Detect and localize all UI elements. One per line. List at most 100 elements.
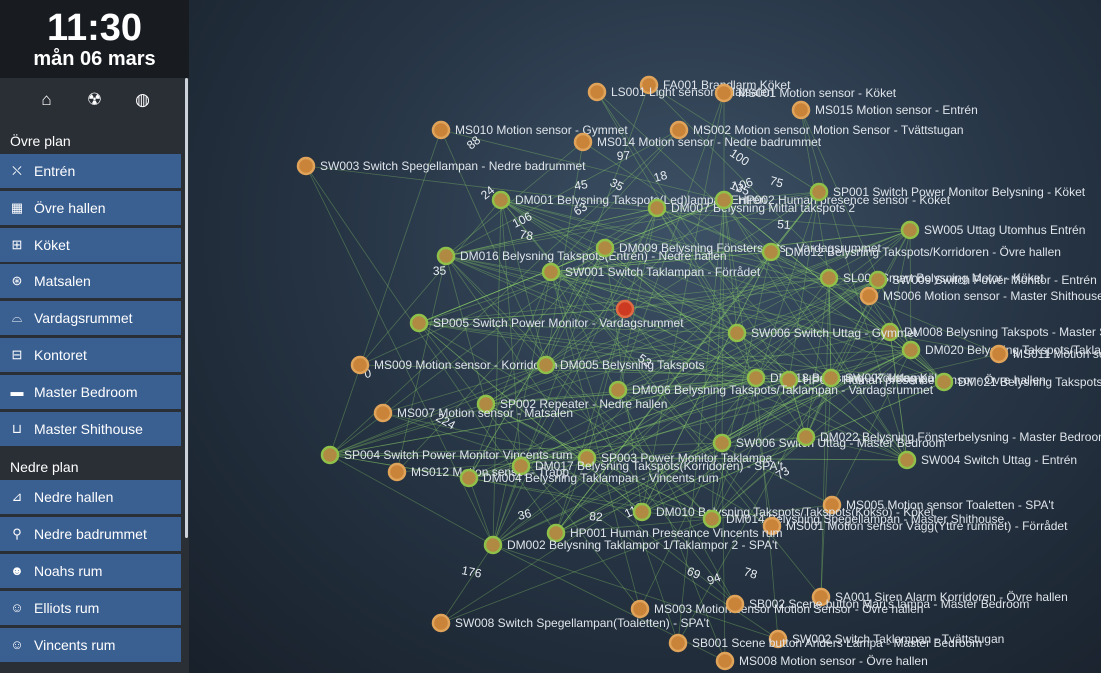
nav-item-elliots-rum[interactable]: ☺Elliots rum — [0, 590, 181, 625]
graph-node[interactable]: DM018 Belysning - Kökslampa — [746, 368, 934, 388]
graph-node-circle[interactable] — [615, 299, 635, 319]
graph-node[interactable]: DM017 Belysning Takspots(Korridoren) - S… — [511, 456, 784, 476]
nav-item-nedre-badrummet[interactable]: ⚲Nedre badrummet — [0, 517, 181, 552]
graph-node[interactable]: SP004 Switch Power Monitor Vincents rum — [320, 445, 573, 465]
graph-node[interactable]: DM021 Belysning Takspots — [934, 372, 1101, 392]
graph-node[interactable]: MS008 Motion sensor - Övre hallen — [715, 651, 928, 671]
graph-node-circle[interactable] — [639, 75, 659, 95]
graph-node[interactable]: DM004 Belysning Taklampan - Vincents rum — [459, 468, 719, 488]
graph-node-circle[interactable] — [727, 323, 747, 343]
graph-node[interactable]: DM020 Belysning Takspots/Taklampor — [901, 340, 1101, 360]
nav-item-vardagsrummet[interactable]: ⌓Vardagsrummet — [0, 301, 181, 336]
graph-node-circle[interactable] — [989, 344, 1009, 364]
graph-node[interactable]: MS011 Motion sensor — [989, 344, 1101, 364]
graph-node[interactable]: SW009 Switch Power Monitor - Entrén — [868, 270, 1097, 290]
graph-node-circle[interactable] — [608, 380, 628, 400]
graph-node-circle[interactable] — [668, 633, 688, 653]
graph-node[interactable]: HP001 Human Preseance Vincents rum — [546, 523, 783, 543]
graph-node-circle[interactable] — [409, 313, 429, 333]
graph-node[interactable] — [615, 299, 635, 319]
graph-node-circle[interactable] — [431, 120, 451, 140]
graph-node-circle[interactable] — [714, 190, 734, 210]
graph-node[interactable]: SP002 Repeater - Nedre hallen — [476, 394, 667, 414]
graph-node-circle[interactable] — [880, 322, 900, 342]
graph-node-circle[interactable] — [796, 427, 816, 447]
graph-node[interactable]: SW005 Uttag Utomhus Entrén — [900, 220, 1085, 240]
graph-node[interactable]: SP005 Switch Power Monitor - Vardagsrumm… — [409, 313, 684, 333]
graph-node-circle[interactable] — [900, 220, 920, 240]
graph-node-circle[interactable] — [476, 394, 496, 414]
graph-node[interactable]: SW003 Switch Spegellampan - Nedre badrum… — [296, 156, 586, 176]
alarm-icon[interactable]: ☢ — [86, 90, 103, 109]
graph-node-circle[interactable] — [431, 613, 451, 633]
graph-node[interactable]: DM016 Belysning Takspots(Entrén) - Nedre… — [436, 246, 727, 266]
graph-node[interactable]: DM005 Belysning Takspots — [536, 355, 705, 375]
graph-node-circle[interactable] — [536, 355, 556, 375]
graph-node-circle[interactable] — [595, 238, 615, 258]
graph-node[interactable]: DM006 Belysning Takspots/Taklampan - Var… — [608, 380, 934, 400]
nav-item-matsalen[interactable]: ⊛Matsalen — [0, 264, 181, 299]
graph-node[interactable]: SW004 Switch Uttag - Entrén — [897, 450, 1077, 470]
graph-node[interactable]: MS003 Motion sensor Motion Sensor - Övre… — [630, 599, 923, 619]
graph-node-circle[interactable] — [934, 372, 954, 392]
graph-node-circle[interactable] — [546, 523, 566, 543]
graph-node[interactable]: SW006 Switch Uttag - Master Bedroom — [712, 433, 945, 453]
graph-node-circle[interactable] — [791, 100, 811, 120]
graph-node-circle[interactable] — [459, 468, 479, 488]
graph-node[interactable]: MS015 Motion sensor - Entrén — [791, 100, 978, 120]
graph-node[interactable]: SW008 Switch Spegellampan(Toaletten) - S… — [431, 613, 710, 633]
graph-node-circle[interactable] — [296, 156, 316, 176]
graph-node-circle[interactable] — [746, 368, 766, 388]
graph-node-circle[interactable] — [320, 445, 340, 465]
graph-node[interactable]: MS001 Motion sensor Vägg(Yttre rummet) -… — [762, 516, 1068, 536]
graph-node-circle[interactable] — [350, 355, 370, 375]
graph-node-circle[interactable] — [897, 450, 917, 470]
graph-node-circle[interactable] — [702, 509, 722, 529]
graph-node[interactable]: DM010 Belysning Takspots/Takspots(Köksö)… — [632, 502, 935, 522]
graph-node-circle[interactable] — [712, 433, 732, 453]
graph-node[interactable]: SW002 Switch Taklampan - Tvättstugan — [768, 629, 1004, 649]
graph-node-circle[interactable] — [630, 599, 650, 619]
graph-node-circle[interactable] — [859, 286, 879, 306]
nav-item-vincents-rum[interactable]: ☺Vincents rum — [0, 627, 181, 662]
nav-item-noahs-rum[interactable]: ☻Noahs rum — [0, 553, 181, 588]
graph-node[interactable]: HP002 Human presence sensor - Köket — [714, 190, 951, 210]
graph-node[interactable]: MS006 Motion sensor - Master Shithouse — [859, 286, 1101, 306]
graph-node[interactable]: DM014 Belysning Spegellampan - Master Sh… — [702, 509, 1004, 529]
graph-node[interactable]: DM002 Belysning Taklampor 1/Taklampor 2 … — [483, 535, 778, 555]
graph-node-circle[interactable] — [779, 370, 799, 390]
sidebar-scrollbar[interactable] — [185, 78, 188, 538]
graph-node[interactable]: MS009 Motion sensor - Korridoren — [350, 355, 557, 375]
graph-node-circle[interactable] — [647, 198, 667, 218]
graph-node-circle[interactable] — [821, 368, 841, 388]
graph-node-circle[interactable] — [491, 190, 511, 210]
nav-item-entren[interactable]: ⛌Entrén — [0, 154, 181, 188]
graph-node-circle[interactable] — [901, 340, 921, 360]
graph-node-circle[interactable] — [387, 462, 407, 482]
nav-item-koket[interactable]: ⊞Köket — [0, 227, 181, 262]
graph-node[interactable]: MS005 Motion sensor Toaletten - SPA't — [822, 495, 1055, 515]
graph-node-circle[interactable] — [822, 495, 842, 515]
graph-node-circle[interactable] — [715, 651, 735, 671]
graph-node[interactable]: DM022 Belysning Fönsterbelysning - Maste… — [796, 427, 1101, 447]
graph-node-circle[interactable] — [577, 448, 597, 468]
graph-node[interactable]: SP003 Power Monitor Taklampa — [577, 448, 773, 468]
graph-node-circle[interactable] — [669, 120, 689, 140]
graph-node-circle[interactable] — [436, 246, 456, 266]
graph-node[interactable]: SW007 Uttag Köket — [821, 368, 951, 388]
graph-node[interactable]: SW001 Switch Taklampan - Förrådet — [541, 262, 761, 282]
graph-node-circle[interactable] — [714, 83, 734, 103]
graph-node-circle[interactable] — [541, 262, 561, 282]
graph-node-circle[interactable] — [511, 456, 531, 476]
graph-node[interactable]: SA001 Siren Alarm Korridoren - Övre hall… — [811, 587, 1068, 607]
graph-node[interactable]: MS002 Motion sensor Motion Sensor - Tvät… — [669, 120, 964, 140]
graph-node[interactable]: MS007 Motion sensor - Matsalen — [373, 403, 573, 423]
graph-node[interactable]: SP001 Switch Power Monitor Belysning - K… — [809, 182, 1086, 202]
graph-node-circle[interactable] — [868, 270, 888, 290]
graph-node[interactable]: DM008 Belysning Takspots - Master Shitho… — [880, 322, 1101, 342]
graph-node-circle[interactable] — [587, 82, 607, 102]
graph-node[interactable]: DM001 Belysning Takspots(Led)lampa - Ent… — [491, 190, 766, 210]
graph-node-circle[interactable] — [483, 535, 503, 555]
